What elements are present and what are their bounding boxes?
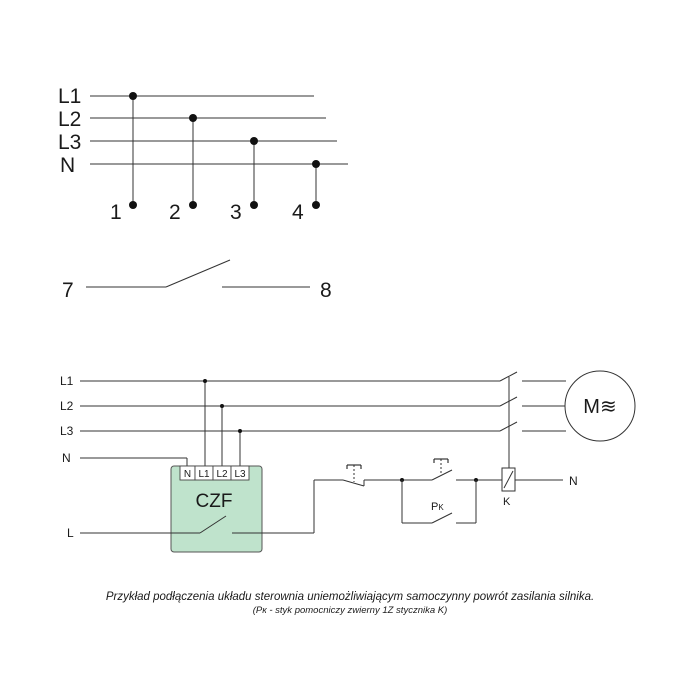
circuit-label-l2: L2 [60,399,74,413]
aux-contact-label: PK [431,501,444,513]
junction-dot [203,379,207,383]
junction-dot [312,160,320,168]
czf-terminal-n: N [184,469,191,480]
circuit-label-l1: L1 [60,374,74,388]
caption-line-2: (Pк - styk pomocniczy zwierny 1Z styczni… [253,605,448,616]
czf-label: CZF [196,491,233,512]
czf-terminal-l2: L2 [216,469,228,480]
czf-contact [199,515,227,534]
junction-dot [238,429,242,433]
czf-terminal-l3: L3 [234,469,246,480]
switch-blade [165,259,231,288]
czf-terminal-block: N L1 L2 L3 [179,465,250,481]
junction-dot [129,92,137,100]
circuit-label-n: N [62,451,71,465]
circuit-label-l: L [67,526,74,540]
terminal-dot [129,201,137,209]
stop-button-symbol [342,464,365,487]
legend-label-l1: L1 [58,85,81,108]
terminal-dot [250,201,258,209]
junction-dot [250,137,258,145]
neutral-label: N [569,474,578,488]
czf-terminal-l1: L1 [198,469,210,480]
junction-dot [189,114,197,122]
terminal-label-2: 2 [169,201,181,224]
terminal-label-1: 1 [110,201,122,224]
main-contact [499,371,518,382]
legend-label-l3: L3 [58,131,81,154]
terminal-dot [189,201,197,209]
caption-line-1: Przykład podłączenia układu sterownia un… [106,591,594,603]
terminal-label-4: 4 [292,201,304,224]
circuit: L1 L2 L3 N L M≋ [60,370,636,553]
legend-switch: 7 8 [62,259,332,302]
motor-label: M≋ [583,396,616,418]
terminal-label-3: 3 [230,201,242,224]
motor-symbol [564,370,636,442]
legend-bus: L1 L2 L3 N 1 2 3 4 [58,85,348,224]
switch-label-7: 7 [62,279,74,302]
legend-label-l2: L2 [58,108,81,131]
legend-label-n: N [60,154,75,177]
coil-label: K [503,496,511,508]
switch-label-8: 8 [320,279,332,302]
terminal-dot [312,201,320,209]
junction-dot [220,404,224,408]
circuit-label-l3: L3 [60,424,74,438]
start-button-symbol [431,458,453,481]
aux-contact-pk: PK [401,480,477,524]
